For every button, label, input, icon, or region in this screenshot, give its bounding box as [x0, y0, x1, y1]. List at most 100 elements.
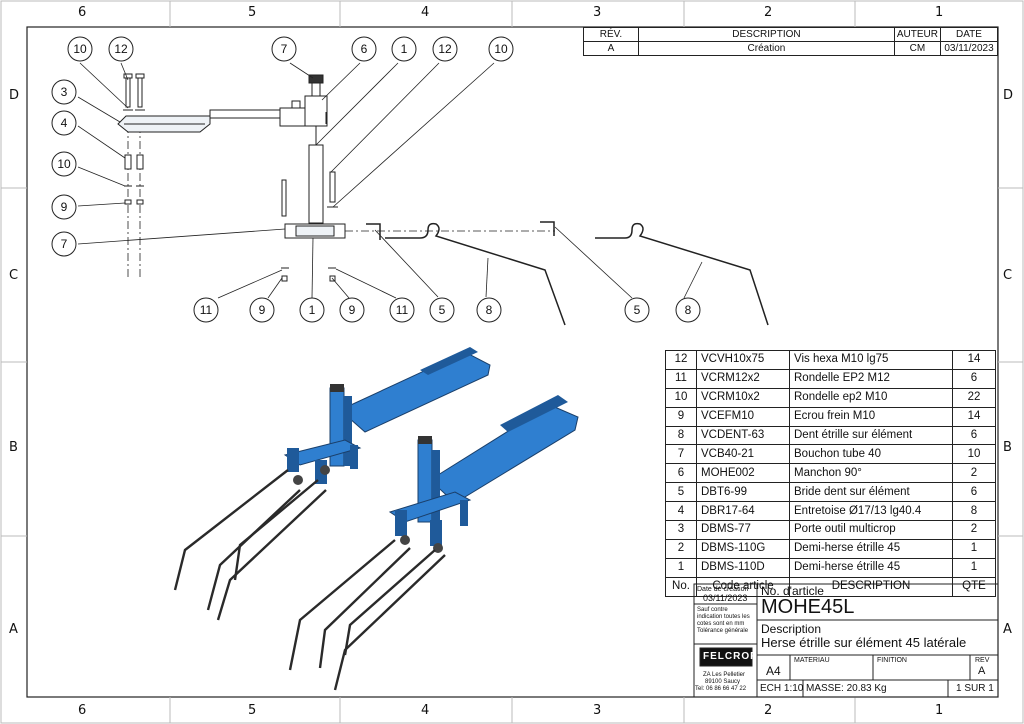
rev-value-description: Création	[638, 41, 895, 56]
material-label: MATERIAU	[794, 657, 830, 664]
bom-code: DBMS-110D	[696, 557, 790, 578]
bom-no: 10	[665, 387, 697, 408]
tolerance-note-4: Tolérance générale	[697, 628, 749, 634]
bom-code: DBMS-77	[696, 520, 790, 540]
tolerance-note-2: indication toutes les	[697, 614, 750, 620]
bom-description: Bride dent sur élément	[789, 482, 953, 503]
bom-no: 11	[665, 368, 697, 389]
rev-header-date: DATE	[940, 27, 998, 42]
bom-header-no: No.	[665, 576, 697, 597]
rev-header-author: AUTEUR	[893, 27, 942, 42]
address-line-1: ZA Les Pelletier	[703, 672, 746, 678]
zone-row-b-right: B	[1003, 440, 1012, 455]
description-label: Description	[761, 622, 822, 636]
isometric-view	[173, 347, 579, 691]
bom-description: Entretoise Ø17/13 lg40.4	[789, 501, 953, 522]
bom-header-description: DESCRIPTION	[789, 576, 953, 597]
zone-row-c-right: C	[1003, 268, 1013, 283]
bom-code: DBMS-110G	[696, 538, 790, 559]
bom-description: Bouchon tube 40	[789, 444, 953, 465]
callout-label: 10	[57, 157, 71, 171]
bom-no: 1	[665, 557, 697, 578]
tolerance-note-3: cotes sont en mm	[697, 621, 745, 627]
zone-col-5-top: 5	[248, 5, 257, 20]
callout-label: 9	[258, 303, 266, 317]
bom-code: VCB40-21	[696, 444, 790, 465]
callout-label: 11	[395, 303, 409, 317]
rev-label: REV	[975, 657, 990, 664]
zone-col-4-top: 4	[421, 5, 430, 20]
tolerance-note-1: Sauf contre	[697, 607, 728, 613]
zone-col-6-bottom: 6	[78, 703, 87, 718]
callout-label: 8	[485, 303, 493, 317]
callout-label: 10	[73, 42, 87, 56]
bom-qty: 10	[952, 444, 996, 465]
bom-qty: 6	[952, 425, 996, 446]
bom-qty: 1	[952, 557, 996, 578]
finish-label: FINITION	[877, 657, 907, 664]
bom-qty: 14	[952, 350, 996, 370]
address-line-3: Tel: 06 86 66 47 22	[695, 686, 747, 692]
bom-header-code: Code article	[696, 576, 790, 597]
callout-label: 4	[60, 116, 68, 130]
bom-no: 4	[665, 501, 697, 522]
bom-code: VCRM12x2	[696, 368, 790, 389]
mass: MASSE: 20.83 Kg	[806, 683, 887, 694]
sheet-number: 1 SUR 1	[956, 683, 994, 694]
bom-code: DBR17-64	[696, 501, 790, 522]
bom-no: 8	[665, 425, 697, 446]
rev-value-author: CM	[893, 41, 942, 56]
harrow-unit-left	[283, 347, 491, 485]
callout-label: 12	[114, 42, 128, 56]
zone-row-d-right: D	[1003, 88, 1014, 103]
rev-header-description: DESCRIPTION	[638, 27, 895, 42]
callout-label: 9	[348, 303, 356, 317]
creation-date-label: Date de création	[697, 586, 749, 593]
zone-col-1-top: 1	[935, 5, 944, 20]
bom-description: Demi-herse étrille 45	[789, 557, 953, 578]
bom-qty: 2	[952, 520, 996, 540]
exploded-view	[117, 73, 769, 326]
bom-code: VCDENT-63	[696, 425, 790, 446]
bom-no: 5	[665, 482, 697, 503]
callout-label: 1	[400, 42, 408, 56]
callout-label: 3	[60, 85, 68, 99]
callout-label: 12	[438, 42, 452, 56]
revision-table: RÉV. DESCRIPTION AUTEUR DATE A Création …	[583, 27, 998, 56]
bom-description: Porte outil multicrop	[789, 520, 953, 540]
zone-col-5-bottom: 5	[248, 703, 257, 718]
bom-code: DBT6-99	[696, 482, 790, 503]
zone-row-d-left: D	[9, 88, 20, 103]
zone-col-3-top: 3	[593, 5, 602, 20]
bom-code: VCEFM10	[696, 406, 790, 427]
zone-col-4-bottom: 4	[421, 703, 430, 718]
bom-header-qty: QTE	[952, 576, 996, 597]
zone-col-1-bottom: 1	[935, 703, 944, 718]
callout-label: 5	[633, 303, 641, 317]
bom-qty: 6	[952, 368, 996, 389]
callout-label: 6	[360, 42, 368, 56]
article-number: MOHE45L	[761, 596, 855, 618]
bom-description: Rondelle EP2 M12	[789, 368, 953, 389]
callout-label: 10	[494, 42, 508, 56]
bom-no: 9	[665, 406, 697, 427]
bom-qty: 8	[952, 501, 996, 522]
bom-description: Vis hexa M10 lg75	[789, 350, 953, 370]
rev-header-rev: RÉV.	[583, 27, 639, 42]
zone-row-a-left: A	[9, 622, 18, 637]
callout-label: 8	[684, 303, 692, 317]
article-label: No. d'article	[761, 584, 824, 598]
zone-row-a-right: A	[1003, 622, 1012, 637]
bom-qty: 14	[952, 406, 996, 427]
company-logo: FELCROP	[703, 651, 758, 662]
callout-label: 5	[438, 303, 446, 317]
bom-no: 12	[665, 350, 697, 370]
bom-code: MOHE002	[696, 463, 790, 484]
rev-value-date: 03/11/2023	[940, 41, 998, 56]
